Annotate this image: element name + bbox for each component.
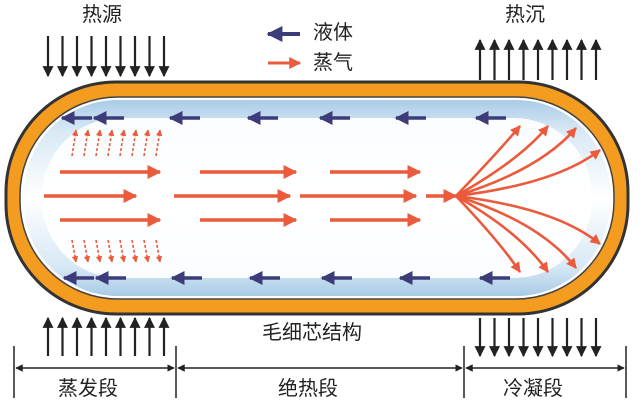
evaporation-arrow <box>119 239 127 263</box>
vapor-curve-arrow <box>455 194 578 269</box>
evaporation-arrow <box>83 129 91 157</box>
evaporation-arrow <box>131 129 139 157</box>
evaporation-arrow <box>119 129 127 157</box>
evaporator-small-arrows <box>71 129 163 263</box>
legend-vapor-label: 蒸气 <box>313 50 353 74</box>
evaporator-section-label: 蒸发段 <box>58 376 118 400</box>
evaporation-arrow <box>155 239 163 263</box>
vapor-curve-arrow <box>455 125 550 198</box>
evaporator-bottom-arrows <box>42 316 170 356</box>
vapor-curve-arrow <box>455 194 601 246</box>
evaporation-arrow <box>107 129 115 157</box>
evaporation-arrow <box>143 129 151 157</box>
vapor-curve-arrow <box>455 127 577 198</box>
heat-source-label: 热源 <box>82 2 122 26</box>
evaporation-arrow <box>71 129 79 157</box>
heat-source-arrows <box>42 36 170 78</box>
vapor-curve-arrow <box>455 194 550 273</box>
vapor-curve-arrow <box>455 125 521 197</box>
liquid-flow-arrows <box>60 111 510 285</box>
evaporation-arrow <box>83 239 91 263</box>
section-dimension-lines <box>13 346 627 398</box>
heat-sink-arrows <box>474 38 602 80</box>
vapor-flow-arrows <box>44 165 458 227</box>
evaporation-arrow <box>71 239 79 263</box>
evaporation-arrow <box>95 239 103 263</box>
legend-liquid-label: 液体 <box>313 20 353 44</box>
heat-sink-label: 热沉 <box>505 2 545 26</box>
evaporation-arrow <box>131 239 139 263</box>
vapor-core <box>42 118 592 278</box>
evaporation-arrow <box>95 129 103 157</box>
vapor-curve-arrow <box>455 195 522 273</box>
wick-structure-label: 毛细芯结构 <box>262 320 362 344</box>
vapor-curve-arrow <box>455 148 601 198</box>
condenser-section-label: 冷凝段 <box>503 376 563 400</box>
condenser-vapor-curves <box>455 125 601 273</box>
condenser-bottom-arrows <box>474 318 602 358</box>
evaporation-arrow <box>143 239 151 263</box>
evaporation-arrow <box>107 239 115 263</box>
evaporation-arrow <box>155 129 163 157</box>
adiabatic-section-label: 绝热段 <box>278 376 338 400</box>
